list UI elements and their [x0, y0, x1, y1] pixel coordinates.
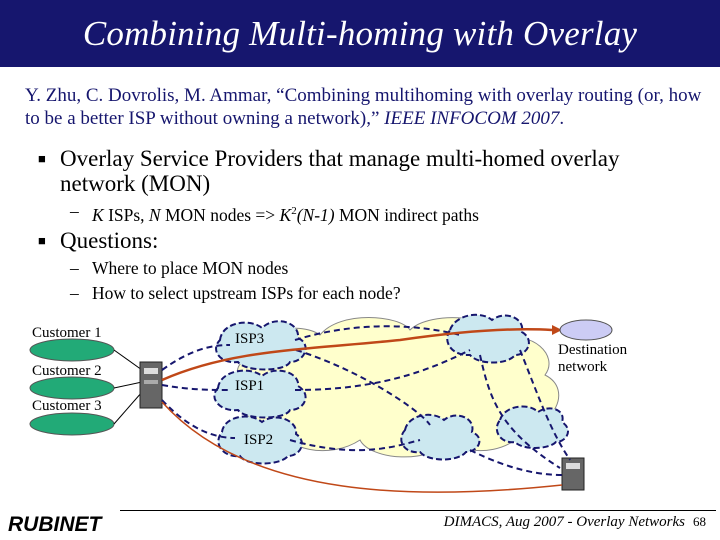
var-k2: K: [279, 204, 292, 225]
destination-label: Destination network: [558, 342, 628, 375]
customer-1-label: Customer 1: [32, 325, 102, 341]
dash-icon: –: [70, 201, 79, 221]
bullet-square-icon: ■: [38, 233, 46, 248]
var-n: N: [148, 204, 161, 225]
isp2-label: ISP2: [244, 432, 274, 448]
logo-text: RUBINET: [8, 513, 104, 536]
mon-node-server-icon: [139, 361, 163, 409]
bullet-text: Questions:: [60, 228, 159, 253]
title-bar: Combining Multi-homing with Overlay: [0, 0, 720, 67]
text-isps: ISPs,: [103, 204, 149, 225]
destination-node: [559, 319, 613, 341]
isp-cloud: [400, 413, 481, 461]
customer-3-node: [29, 412, 115, 436]
customer-2-node: [29, 376, 115, 400]
rubinet-logo: RUBINET: [8, 513, 104, 536]
footer: DIMACS, Aug 2007 - Overlay Networks 68: [444, 514, 706, 531]
isp1-cloud: [213, 369, 307, 419]
bullet-square-icon: ■: [38, 151, 46, 166]
citation-end: .: [559, 108, 565, 129]
footer-divider: [120, 510, 716, 511]
network-diagram: [29, 313, 613, 493]
overlay-paths: [161, 325, 571, 476]
isp3-label: ISP3: [235, 331, 265, 347]
customer-1-node: [29, 338, 115, 362]
isp1-label: ISP1: [235, 378, 265, 394]
route-to-destination: [161, 328, 553, 382]
citation-text: Y. Zhu, C. Dovrolis, M. Ammar, “Combinin…: [25, 85, 702, 129]
question-text: How to select upstream ISPs for each nod…: [92, 283, 401, 303]
dash-icon: –: [70, 283, 79, 303]
footer-text: DIMACS, Aug 2007 - Overlay Networks: [443, 514, 685, 530]
citation: Y. Zhu, C. Dovrolis, M. Ammar, “Combinin…: [25, 84, 705, 130]
route-to-mon-node: [161, 401, 563, 493]
dash-icon: –: [70, 258, 79, 278]
sub-bullet-question-2: – How to select upstream ISPs for each n…: [70, 282, 401, 304]
isp-cloud: [495, 405, 570, 449]
isp-cloud: [446, 313, 530, 364]
bullet-questions: ■ Questions:: [38, 228, 700, 253]
link: [113, 349, 143, 371]
slide-title: Combining Multi-homing with Overlay: [82, 13, 638, 53]
text-mon-nodes: MON nodes =>: [160, 204, 280, 225]
link: [113, 391, 143, 425]
arrow-head-icon: [552, 325, 562, 335]
citation-venue: IEEE INFOCOM 2007: [384, 108, 560, 129]
superscript: 2: [291, 205, 297, 217]
customer-3-label: Customer 3: [32, 398, 102, 414]
customer-2-label: Customer 2: [32, 363, 102, 379]
mon-node-server-icon: [561, 457, 585, 491]
var-k: K: [92, 204, 104, 225]
expr: (N-1): [296, 204, 335, 225]
page-number: 68: [693, 514, 706, 529]
link: [113, 381, 143, 389]
sub-bullet-paths: – K ISPs, N MON nodes => K2(N-1) MON ind…: [70, 200, 479, 226]
bullet-overlay-providers: ■ Overlay Service Providers that manage …: [38, 146, 700, 196]
text-indirect-paths: MON indirect paths: [334, 204, 479, 225]
bullet-text: Overlay Service Providers that manage mu…: [60, 146, 620, 196]
question-text: Where to place MON nodes: [92, 258, 289, 278]
sub-bullet-question-1: – Where to place MON nodes: [70, 257, 289, 279]
